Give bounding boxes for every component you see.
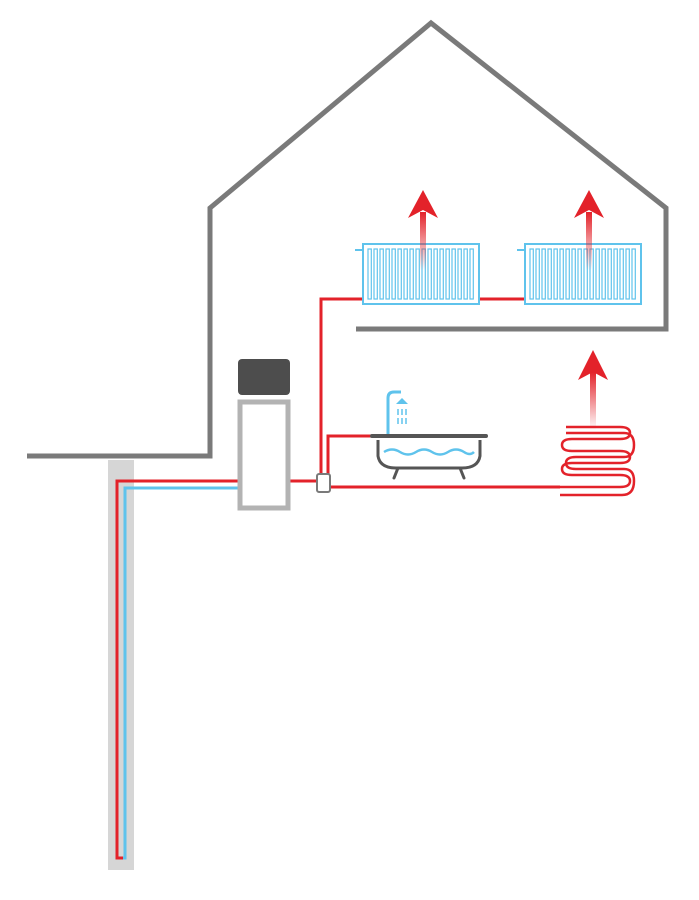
radiator-fin <box>583 248 588 300</box>
radiator-fin <box>397 248 402 300</box>
radiator-fin <box>433 248 438 300</box>
radiator-fin <box>391 248 396 300</box>
radiator-fin <box>373 248 378 300</box>
ground-loop-hot-pipe <box>115 479 240 860</box>
borehole <box>108 460 134 870</box>
radiator-fin <box>439 248 444 300</box>
radiator-fin <box>463 248 468 300</box>
radiator-fin <box>385 248 390 300</box>
radiator-fin <box>541 248 546 300</box>
radiator-icon <box>355 243 480 305</box>
radiator-fin <box>625 248 630 300</box>
radiator-fin <box>457 248 462 300</box>
radiator-fin <box>571 248 576 300</box>
heat-arrow-icon <box>408 190 438 270</box>
radiator-fin <box>451 248 456 300</box>
heat-pump-unit <box>237 359 291 511</box>
heating-flow-pipe <box>290 297 362 483</box>
bath-supply-pipe <box>326 434 376 481</box>
radiator-fin <box>403 248 408 300</box>
underfloor-heating-coil-icon <box>560 425 636 497</box>
radiator-fin <box>577 248 582 300</box>
shower-icon <box>386 390 408 434</box>
bathtub-icon <box>370 434 488 480</box>
valve-icon <box>316 473 331 493</box>
radiator-fin <box>469 248 474 300</box>
heat-arrow-icon <box>578 350 608 430</box>
radiator-frame <box>524 243 642 305</box>
radiator-fin <box>631 248 636 300</box>
radiator-icon <box>517 243 642 305</box>
radiator-fin <box>409 248 414 300</box>
radiator-fin <box>595 248 600 300</box>
radiator-fin <box>535 248 540 300</box>
radiator-fin <box>547 248 552 300</box>
radiator-fin <box>529 248 534 300</box>
radiator-fin <box>379 248 384 300</box>
radiator-fin <box>607 248 612 300</box>
radiator-fin <box>553 248 558 300</box>
radiator-fin <box>619 248 624 300</box>
heat-pump-top <box>238 359 290 395</box>
radiator-fin <box>445 248 450 300</box>
radiator-fin <box>559 248 564 300</box>
house-outline <box>27 19 669 459</box>
bath-water <box>383 448 475 456</box>
radiator-fin <box>367 248 372 300</box>
radiator-fin <box>427 248 432 300</box>
radiator-fin <box>415 248 420 300</box>
radiator-fin <box>565 248 570 300</box>
heat-arrow-icon <box>574 190 604 270</box>
ground-loop-cold-pipe <box>123 486 240 860</box>
radiator-fin <box>601 248 606 300</box>
radiator-fin <box>613 248 618 300</box>
heat-pump-body <box>237 399 291 511</box>
